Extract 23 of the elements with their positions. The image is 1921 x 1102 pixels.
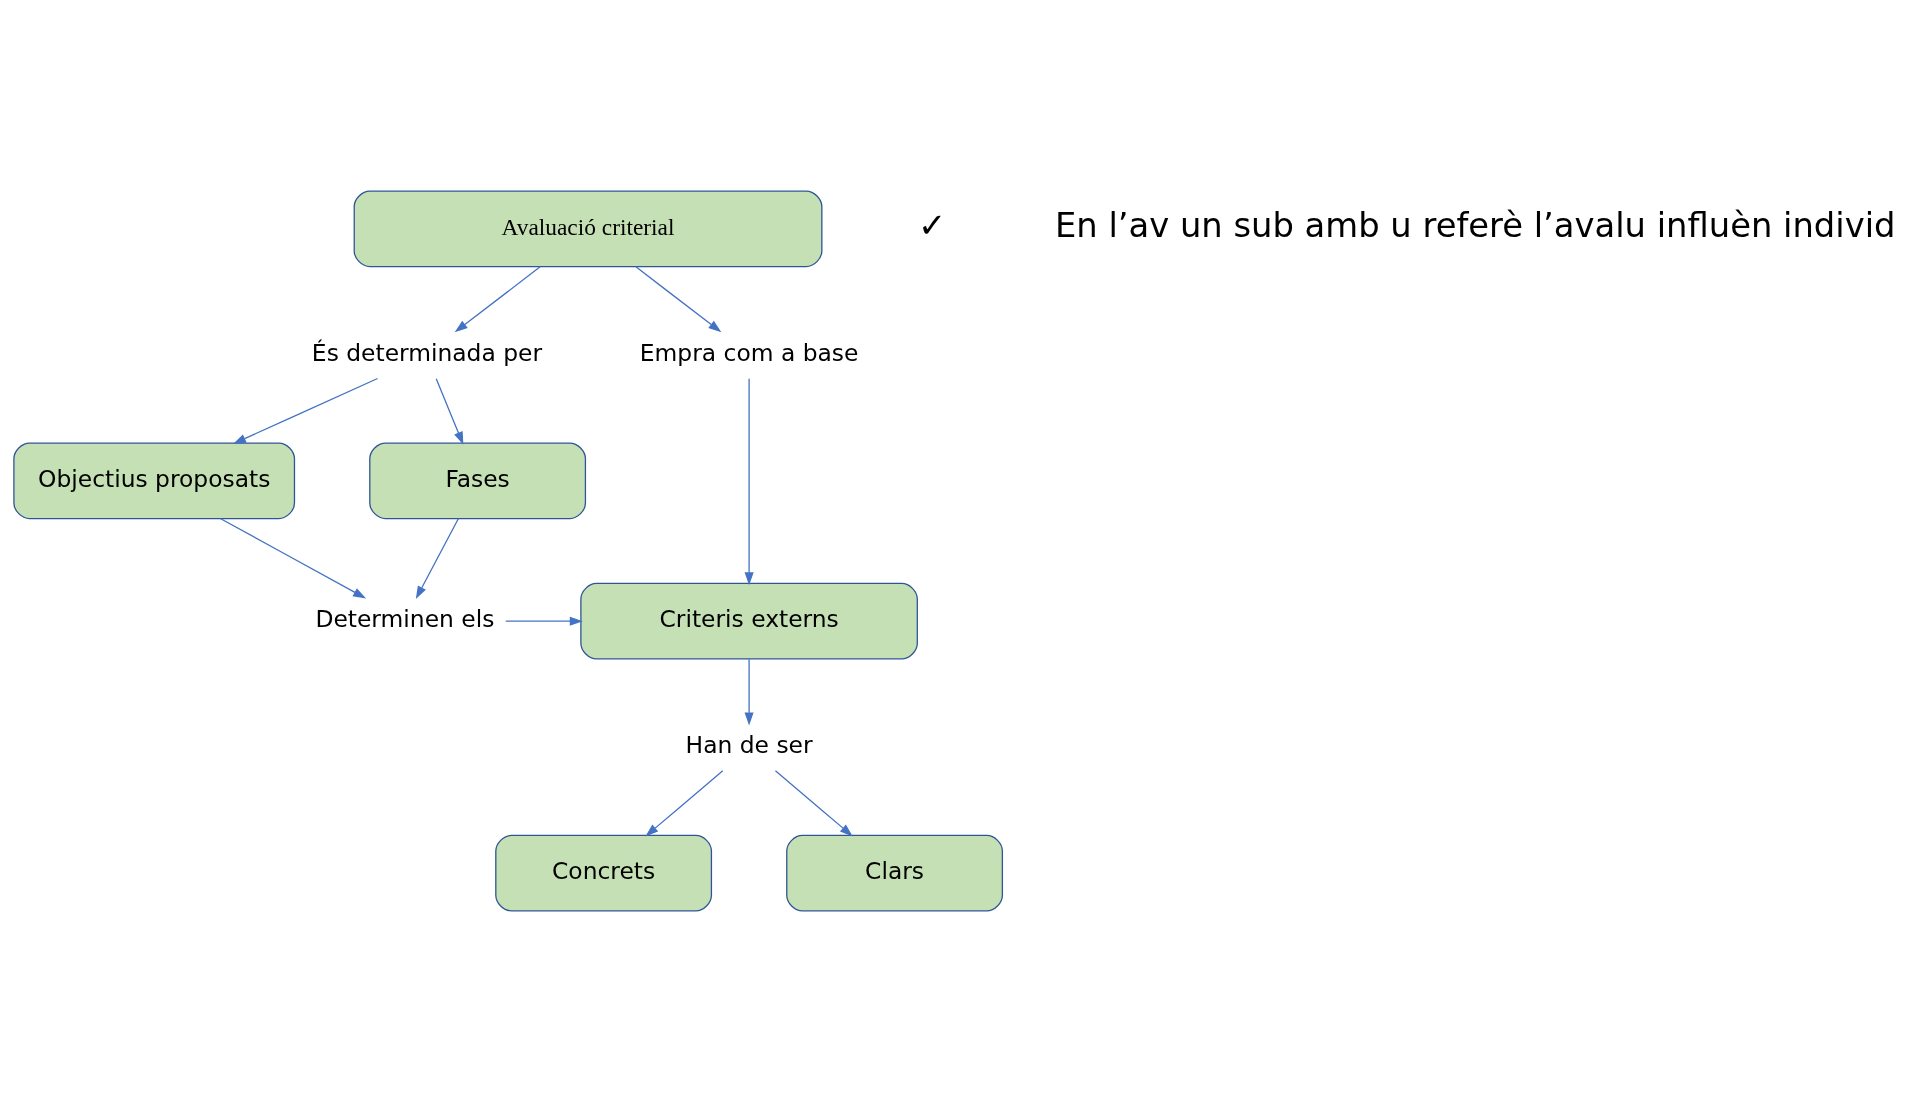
- node-box: Avaluació criterial: [353, 190, 823, 268]
- node-text: És determinada per: [311, 338, 543, 367]
- node-box: Concrets: [495, 834, 713, 912]
- label: En l’av un sub amb u referè l’avalu influèn individ: [1054, 206, 1896, 246]
- node-box: Criteris externs: [580, 582, 918, 660]
- arrow: [635, 266, 722, 333]
- arrow: [233, 377, 379, 444]
- label: ✓: [918, 206, 947, 246]
- arrow: [744, 378, 754, 586]
- arrow: [220, 518, 367, 599]
- node-box: Clars: [786, 834, 1004, 912]
- arrow: [435, 378, 464, 445]
- node-box: Fases: [369, 442, 587, 520]
- arrow: [774, 770, 853, 837]
- node-text: Han de ser: [685, 730, 813, 759]
- node-text: Empra com a base: [639, 338, 859, 367]
- arrow: [645, 770, 724, 837]
- node-box: Objectius proposats: [13, 442, 296, 520]
- arrow: [505, 616, 583, 626]
- arrow: [415, 518, 459, 600]
- node-text: Determinen els: [315, 604, 495, 633]
- arrow: [744, 658, 754, 726]
- arrow: [454, 266, 541, 333]
